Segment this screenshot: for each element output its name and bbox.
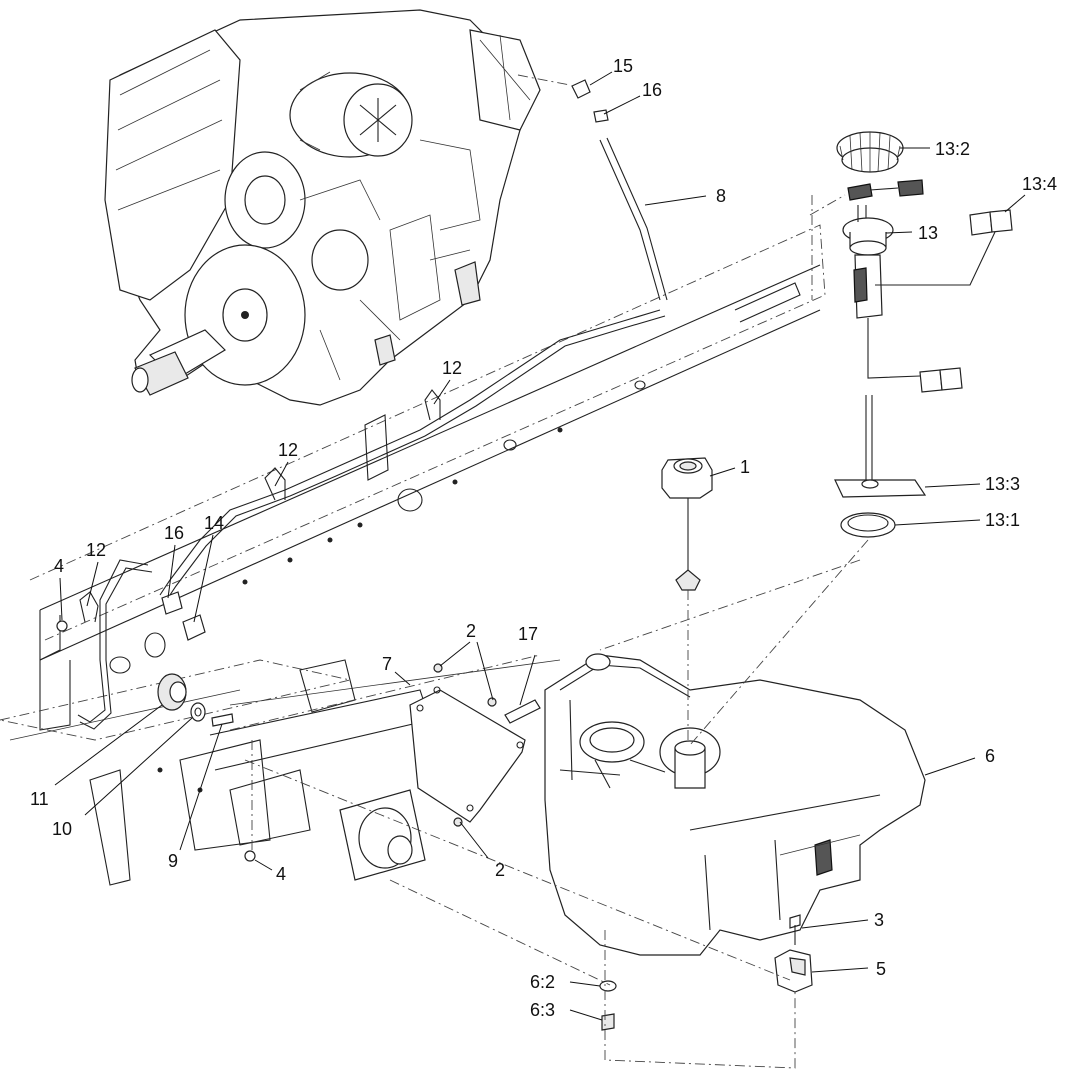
callout-6: 6 bbox=[985, 746, 995, 766]
callout-15: 15 bbox=[613, 56, 633, 76]
callout-17: 17 bbox=[518, 624, 538, 644]
callout-5: 5 bbox=[876, 959, 886, 979]
callout-7: 7 bbox=[382, 654, 392, 674]
callout-2-top: 2 bbox=[466, 621, 476, 641]
callout-16-low: 16 bbox=[164, 523, 184, 543]
dashed-line-15 bbox=[517, 74, 571, 86]
callout-2-bottom: 2 bbox=[495, 860, 505, 880]
callout-12-far: 12 bbox=[86, 540, 106, 560]
callout-3: 3 bbox=[874, 910, 884, 930]
callout-14: 14 bbox=[204, 513, 224, 533]
callout-6-3: 6:3 bbox=[530, 1000, 555, 1020]
callout-labels: 15 16 8 13:2 13:4 13 12 12 12 1 13:3 13:… bbox=[30, 56, 1057, 1020]
callout-16-top: 16 bbox=[642, 80, 662, 100]
callout-8: 8 bbox=[716, 186, 726, 206]
leader-lines bbox=[54, 71, 1026, 1021]
tank-hold-down bbox=[229, 559, 861, 1069]
fuel-cap bbox=[661, 457, 713, 740]
callout-6-2: 6:2 bbox=[530, 972, 555, 992]
callout-13-3: 13:3 bbox=[985, 474, 1020, 494]
callout-13-2: 13:2 bbox=[935, 139, 970, 159]
callout-13-1: 13:1 bbox=[985, 510, 1020, 530]
callout-1: 1 bbox=[740, 457, 750, 477]
callout-9: 9 bbox=[168, 851, 178, 871]
callout-12-mid: 12 bbox=[442, 358, 462, 378]
callout-11: 11 bbox=[30, 789, 49, 809]
fuel-hoses bbox=[56, 79, 668, 730]
heat-shield bbox=[409, 663, 541, 827]
callout-4-top: 4 bbox=[54, 556, 64, 576]
callout-12-left: 12 bbox=[278, 440, 298, 460]
callout-13: 13 bbox=[918, 223, 938, 243]
callout-10: 10 bbox=[52, 819, 72, 839]
callout-4-bottom: 4 bbox=[276, 864, 286, 884]
isolator-mount bbox=[157, 673, 256, 862]
callout-13-4: 13:4 bbox=[1022, 174, 1057, 194]
lower-chassis bbox=[0, 659, 561, 886]
fuel-tank bbox=[544, 653, 926, 956]
engine-assembly bbox=[104, 9, 541, 406]
fuel-pump-sender bbox=[689, 131, 1013, 746]
